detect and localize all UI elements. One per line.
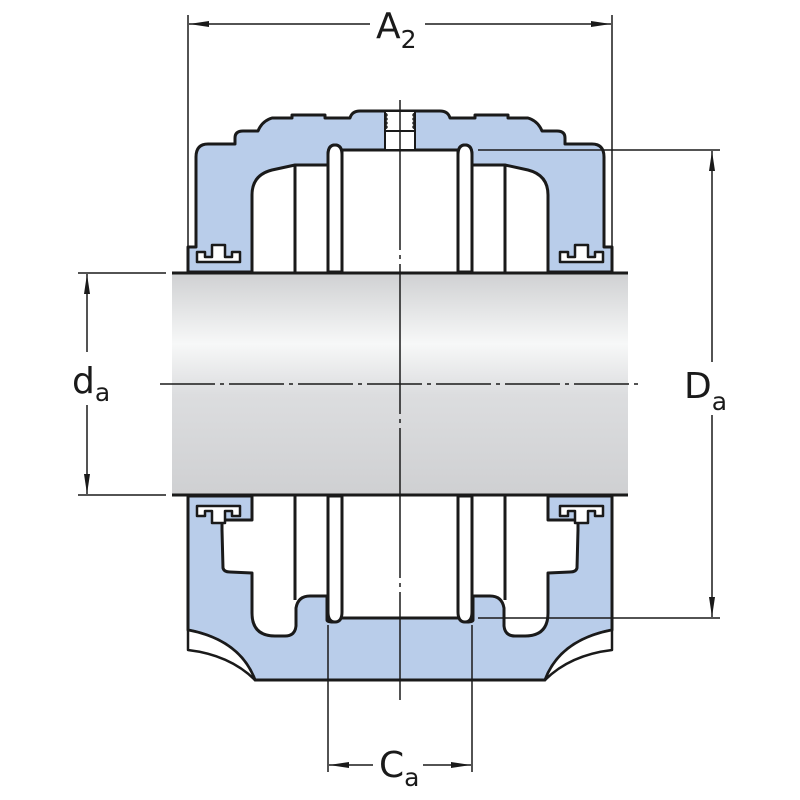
dimension-ca — [327, 625, 473, 772]
label-Da: Da — [684, 366, 727, 416]
upper-housing — [186, 109, 614, 274]
dimension-Da — [478, 149, 720, 619]
dimension-da — [78, 272, 166, 496]
dimension-a2 — [187, 15, 613, 247]
label-ca: Ca — [379, 745, 419, 792]
label-da: da — [72, 361, 110, 407]
center-lines — [160, 100, 640, 700]
lower-housing — [186, 494, 614, 682]
label-a2: A2 — [376, 6, 417, 54]
